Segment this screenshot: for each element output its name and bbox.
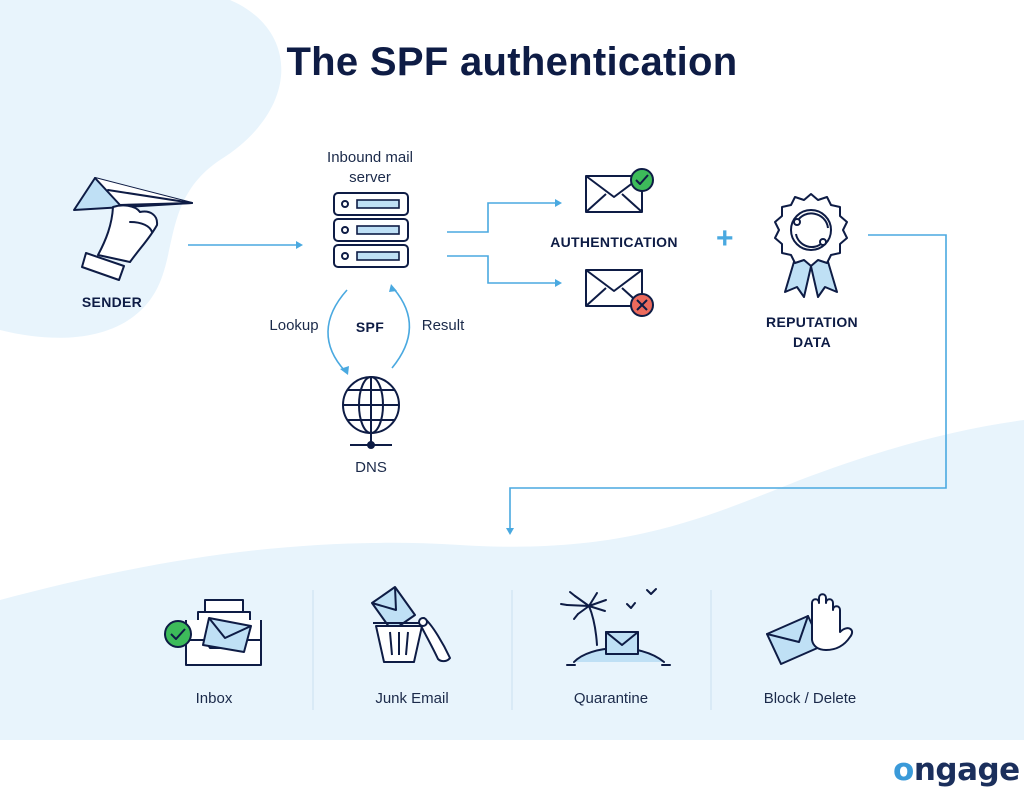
background-blob-top-left — [0, 0, 282, 338]
reputation-badge-icon — [774, 193, 848, 298]
plus-sign: + — [716, 222, 734, 255]
lookup-label: Lookup — [269, 317, 319, 334]
inbound-server-label-line1: Inbound mail — [327, 149, 413, 166]
paper-plane-hand-icon — [73, 177, 193, 281]
inbound-server-label-line2: server — [349, 169, 391, 186]
hand-block-icon — [766, 593, 854, 665]
island-icon — [560, 588, 671, 666]
ongage-logo: ongage — [893, 752, 1020, 788]
reputation-label-line1: REPUTATION — [766, 314, 858, 330]
arrow-lookup — [327, 289, 348, 372]
reputation-data-label: REPUTATION DATA — [742, 312, 882, 352]
spf-label: SPF — [355, 319, 385, 335]
envelope-check-icon — [585, 168, 654, 213]
authentication-label: AUTHENTICATION — [550, 234, 678, 250]
sender-label: SENDER — [81, 294, 143, 310]
arrow-result — [391, 288, 411, 369]
dns-label: DNS — [355, 459, 387, 476]
outcome-inbox-label: Inbox — [195, 690, 233, 707]
outcome-quarantine-label: Quarantine — [573, 690, 649, 707]
arrow-server-to-auth-fail — [447, 255, 555, 284]
page-title: The SPF authentication — [286, 40, 738, 84]
trash-can-icon — [371, 586, 451, 663]
globe-icon — [342, 376, 400, 449]
outcome-block-delete-label: Block / Delete — [763, 690, 857, 707]
envelope-x-icon — [585, 269, 654, 317]
outcome-junk-label: Junk Email — [375, 690, 449, 707]
arrow-server-to-auth-pass — [447, 202, 555, 233]
inbound-server-label: Inbound mail server — [300, 148, 440, 188]
arrow-reputation-to-outcomes — [509, 234, 947, 528]
result-label: Result — [421, 317, 465, 334]
inbox-tray-icon — [164, 599, 262, 666]
logo-o-letter: o — [893, 752, 914, 788]
reputation-label-line2: DATA — [792, 334, 831, 350]
server-icon — [333, 192, 409, 268]
logo-wordmark: ngage — [913, 752, 1020, 788]
